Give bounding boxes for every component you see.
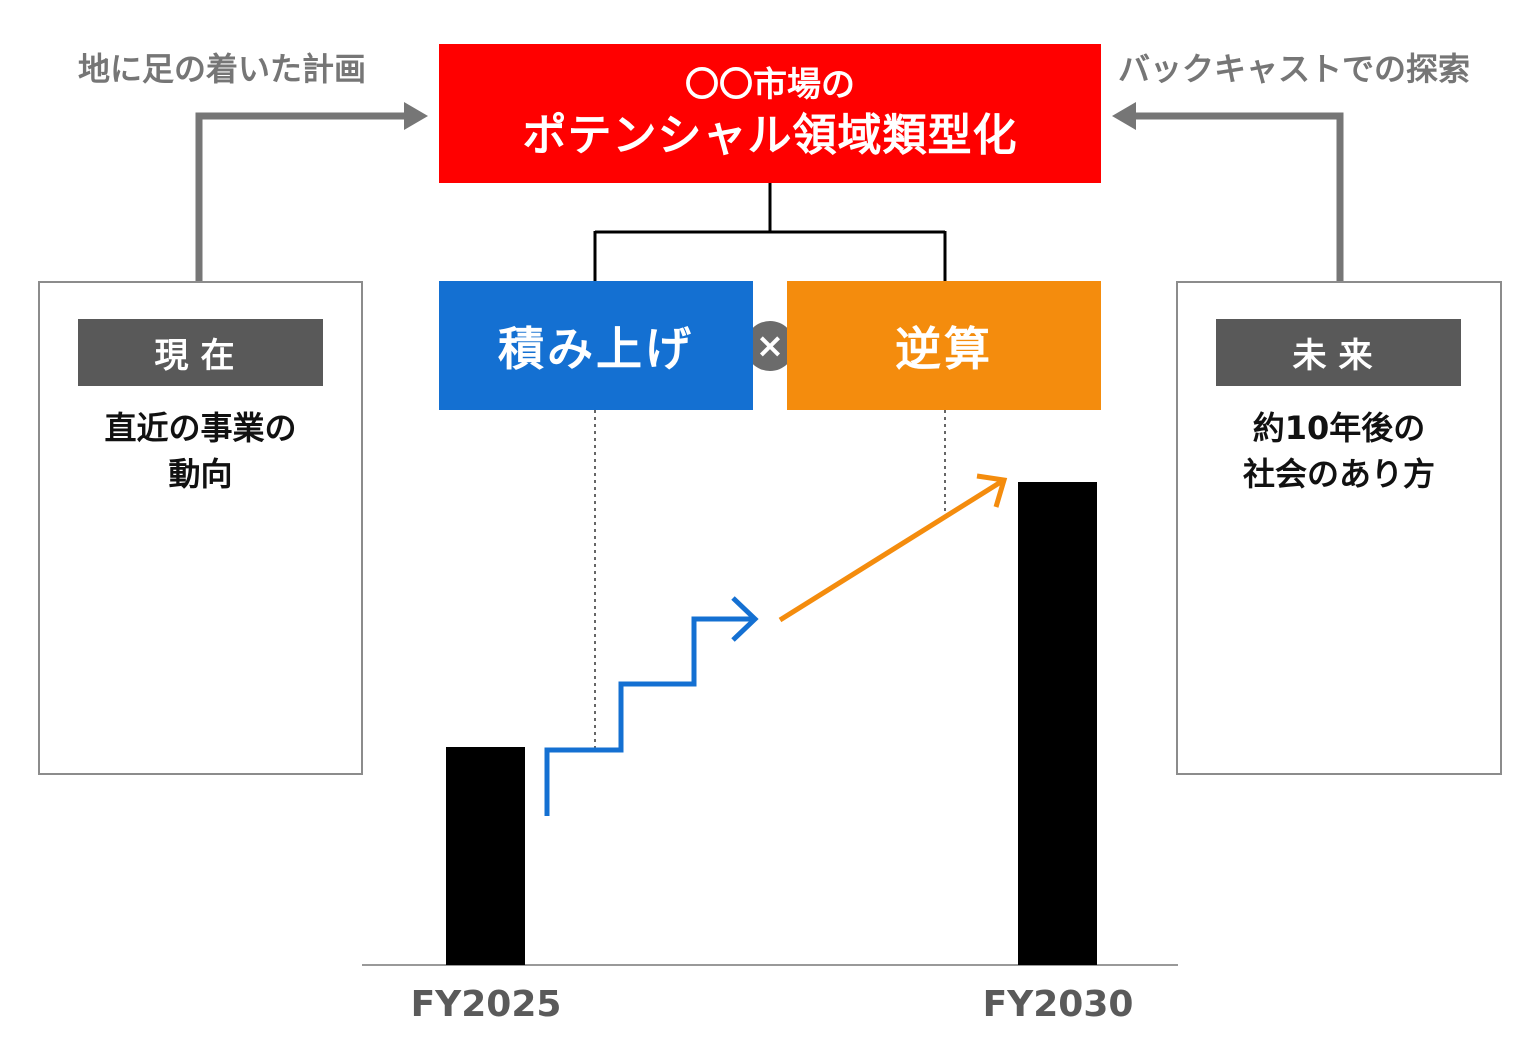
tree-connector [593, 183, 947, 281]
present-desc-line2: 動向 [168, 455, 233, 493]
bar-fy2030 [1018, 482, 1097, 965]
stair-arrow [544, 596, 759, 816]
future-desc-line1: 約10年後の [1252, 409, 1426, 447]
bottom-up-box: 積み上げ [439, 281, 753, 410]
future-desc-line2: 社会のあり方 [1242, 455, 1435, 493]
bar-fy2025 [446, 747, 525, 965]
center-box-subtitle: 〇〇市場の [685, 64, 855, 105]
top-left-label: 地に足の着いた計画 [78, 50, 367, 88]
backcast-box: 逆算 [787, 281, 1101, 410]
future-description: 約10年後の 社会のあり方 [1178, 405, 1500, 497]
present-header: 現在 [78, 319, 323, 386]
future-panel: 未来 約10年後の 社会のあり方 [1176, 281, 1502, 775]
backcast-arrow [778, 473, 1008, 623]
present-description: 直近の事業の 動向 [40, 405, 361, 497]
center-box-title: ポテンシャル領域類型化 [522, 109, 1018, 161]
left-connector-arrow [195, 102, 428, 281]
present-panel: 現在 直近の事業の 動向 [38, 281, 363, 775]
multiply-operator: × [755, 326, 785, 366]
x-tick-fy2030: FY2030 [982, 984, 1134, 1025]
top-right-label: バックキャストでの探索 [1118, 50, 1471, 88]
market-potential-box: 〇〇市場の ポテンシャル領域類型化 [439, 44, 1101, 183]
x-tick-fy2025: FY2025 [410, 984, 562, 1025]
present-desc-line1: 直近の事業の [104, 409, 297, 447]
right-connector-arrow [1112, 102, 1344, 281]
future-header: 未来 [1216, 319, 1461, 386]
multiply-operator-circle [745, 321, 795, 371]
